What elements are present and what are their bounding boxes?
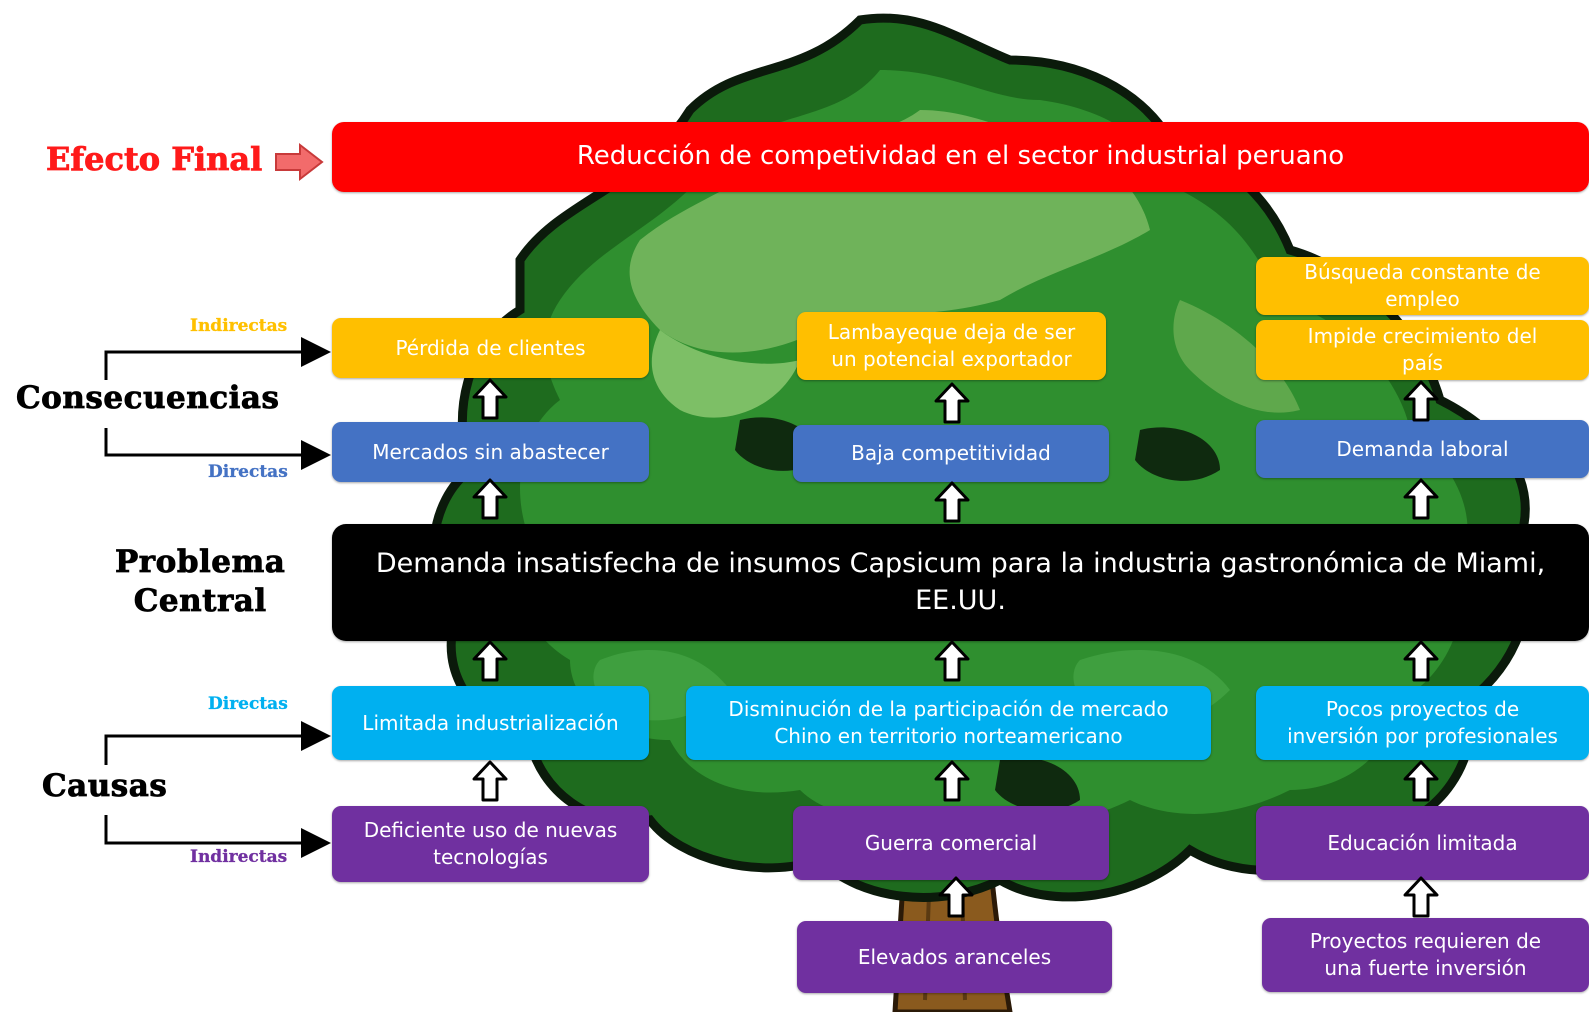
up-arrow-icon	[1403, 478, 1439, 520]
causa-directa-box: Disminución de la participación de merca…	[686, 686, 1211, 760]
box-text-line1: Deficiente uso de nuevas	[363, 818, 618, 842]
box-text-line1: Búsqueda constante de	[1304, 260, 1541, 284]
box-text-line2: país	[1402, 351, 1443, 375]
consecuencia-indirecta-box: Lambayeque deja de ser un potencial expo…	[797, 312, 1106, 380]
consecuencia-indirecta-box: Búsqueda constante de empleo	[1256, 257, 1589, 315]
box-text-line2: empleo	[1385, 287, 1460, 311]
box-text: Demanda laboral	[1336, 436, 1509, 461]
box-text-line1: Impide crecimiento del	[1307, 324, 1538, 348]
directas-consecuencias-label: Directas	[208, 462, 288, 482]
consecuencia-directa-box: Mercados sin abastecer	[332, 422, 649, 482]
box-text-line1: Proyectos requieren de	[1309, 929, 1542, 953]
consecuencia-directa-box: Demanda laboral	[1256, 420, 1589, 478]
left-brackets	[104, 337, 331, 858]
causas-label: Causas	[42, 768, 168, 805]
up-arrow-icon	[472, 478, 508, 520]
box-text-line1: Pocos proyectos de	[1325, 697, 1520, 721]
box-text: Guerra comercial	[864, 830, 1038, 855]
efecto-final-label: Efecto Final	[46, 140, 263, 179]
box-text-line1: Lambayeque deja de ser	[827, 320, 1076, 344]
up-arrow-icon	[472, 760, 508, 802]
up-arrow-icon	[472, 378, 508, 420]
box-text: Baja competitividad	[851, 441, 1051, 465]
problema-central-box: Demanda insatisfecha de insumos Capsicum…	[332, 524, 1589, 641]
box-text-line1: Disminución de la participación de merca…	[728, 697, 1169, 721]
problema-label-line1: Problema	[115, 544, 286, 581]
up-arrow-icon	[934, 382, 970, 424]
consecuencia-indirecta-box: Pérdida de clientes	[332, 318, 649, 378]
directas-causas-label: Directas	[208, 694, 288, 714]
up-arrow-icon	[934, 640, 970, 682]
up-arrow-icon	[938, 876, 974, 918]
up-arrow-icon	[1403, 876, 1439, 918]
up-arrow-icon	[1403, 640, 1439, 682]
consecuencias-label: Consecuencias	[16, 380, 280, 417]
consecuencia-directa-box: Baja competitividad	[793, 425, 1109, 482]
causa-directa-box: Limitada industrialización	[332, 686, 649, 760]
box-text-line2: Chino en territorio norteamericano	[774, 724, 1123, 748]
problema-label-line2: Central	[133, 582, 267, 619]
up-arrow-icon	[934, 481, 970, 523]
up-arrow-icon	[1403, 380, 1439, 422]
pointing-arrow-icon	[275, 142, 324, 182]
causa-indirecta-box: Proyectos requieren de una fuerte invers…	[1262, 918, 1589, 992]
problema-text-line1: Demanda insatisfecha de insumos Capsicum…	[375, 548, 1546, 580]
efecto-final-box: Reducción de competividad en el sector i…	[332, 122, 1589, 192]
causa-indirecta-box: Deficiente uso de nuevas tecnologías	[332, 806, 649, 882]
causa-directa-box: Pocos proyectos de inversión por profesi…	[1256, 686, 1589, 760]
consecuencia-indirecta-box: Impide crecimiento del país	[1256, 320, 1589, 380]
indirectas-causas-label: Indirectas	[190, 847, 288, 867]
problema-text-line2: EE.UU.	[915, 584, 1006, 616]
box-text-line2: un potencial exportador	[831, 347, 1072, 371]
box-text: Limitada industrialización	[362, 710, 619, 735]
up-arrow-icon	[1403, 760, 1439, 802]
up-arrow-icon	[934, 760, 970, 802]
causa-indirecta-box: Educación limitada	[1256, 806, 1589, 880]
box-text: Mercados sin abastecer	[372, 439, 609, 464]
up-arrow-icon	[472, 640, 508, 682]
box-text: Pérdida de clientes	[395, 335, 586, 360]
causa-indirecta-box: Elevados aranceles	[797, 921, 1112, 993]
causa-indirecta-box: Guerra comercial	[793, 806, 1109, 880]
box-text-line2: tecnologías	[433, 845, 548, 869]
efecto-final-text: Reducción de competividad en el sector i…	[576, 141, 1345, 172]
box-text-line2: una fuerte inversión	[1324, 956, 1527, 980]
box-text-line2: inversión por profesionales	[1287, 724, 1558, 748]
problema-central-label: Problema Central	[115, 543, 286, 621]
indirectas-consecuencias-label: Indirectas	[190, 316, 288, 336]
box-text: Elevados aranceles	[857, 944, 1052, 969]
box-text: Educación limitada	[1327, 830, 1518, 855]
